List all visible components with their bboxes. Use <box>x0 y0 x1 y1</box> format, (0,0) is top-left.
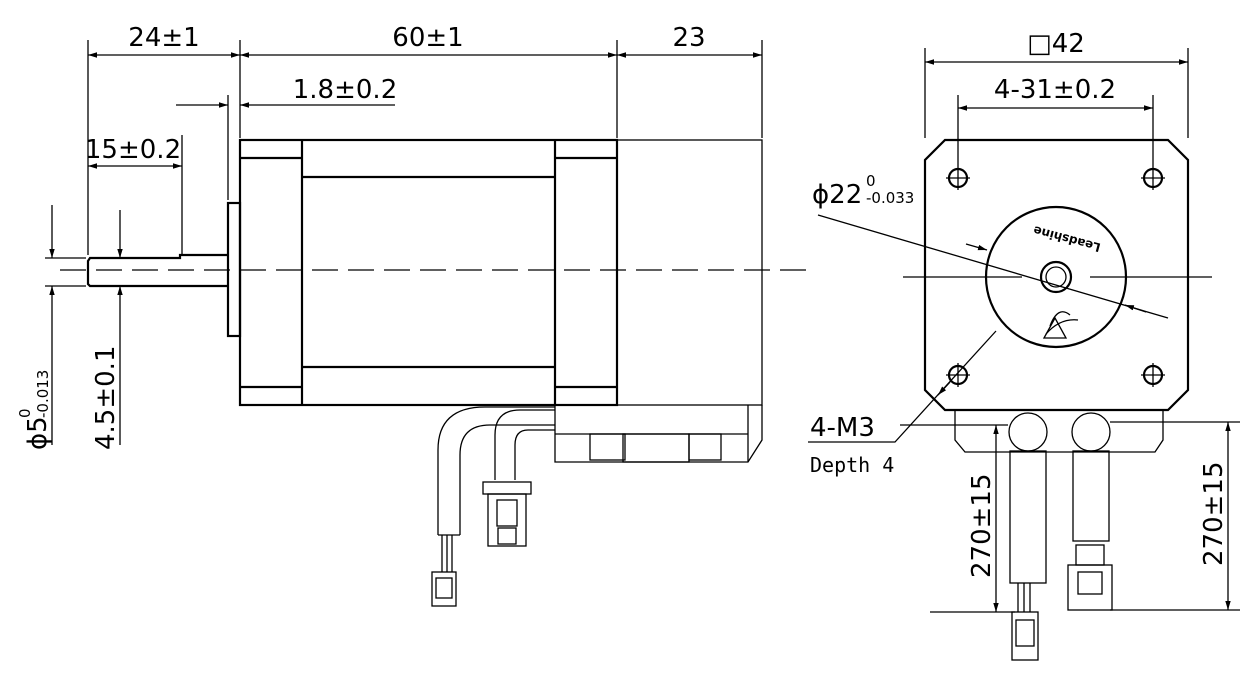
motor-shaft <box>86 253 228 288</box>
dim-thread-depth: Depth 4 <box>810 453 894 477</box>
dim-flat-length: 15±0.2 <box>85 135 181 165</box>
front-cable-exits <box>954 410 1164 661</box>
dim-flat-depth: 4.5±0.1 <box>91 346 121 450</box>
dim-boss-dia-symbol: ϕ22 <box>812 180 862 210</box>
mounting-holes <box>946 166 1165 387</box>
side-cables <box>431 406 555 607</box>
dim-driver-length: 23 <box>672 23 705 53</box>
dim-arrow-boss-left <box>965 243 988 251</box>
motor-body <box>238 138 619 407</box>
dim-hole-spacing: 4-31±0.2 <box>994 75 1116 105</box>
dim-thread: 4-M3 <box>810 413 875 443</box>
dim-cable-left: 270±15 <box>967 474 997 579</box>
dim-boss-dia-upper: 0 <box>866 172 876 190</box>
front-shaft-outer <box>1039 260 1073 294</box>
dim-square: □42 <box>1027 29 1085 59</box>
dim-cable-right: 270±15 <box>1199 462 1229 567</box>
dim-arrow-thread <box>937 381 951 396</box>
dim-line-boss-dia <box>817 214 1169 319</box>
driver-block <box>554 139 763 463</box>
dim-leader-thread <box>808 330 997 443</box>
dim-shaft-dia-upper: 0 <box>16 408 34 418</box>
front-shaft-inner <box>1045 266 1067 288</box>
front-view: Leadshine <box>808 29 1240 661</box>
side-view: 24±1 60±1 23 1.8±0.2 15±0.2 ϕ5 0 -0.013 … <box>16 23 810 607</box>
dim-shaft-dia-symbol: ϕ5 <box>23 416 53 450</box>
front-plate <box>923 138 1190 412</box>
brand-label: Leadshine <box>1032 223 1102 254</box>
dim-shaft-dia-lower: -0.013 <box>34 370 52 418</box>
brand-logo-icon <box>1042 311 1079 339</box>
side-extension-lines <box>45 40 763 287</box>
dim-boss-height: 1.8±0.2 <box>293 75 397 105</box>
dim-body-length: 60±1 <box>392 23 463 53</box>
dim-shaft-diameter: ϕ5 0 -0.013 <box>16 370 53 450</box>
dim-boss-dia-lower: -0.033 <box>866 189 914 207</box>
dim-shaft-length: 24±1 <box>128 23 199 53</box>
dim-arrow-boss-right <box>1124 304 1147 313</box>
